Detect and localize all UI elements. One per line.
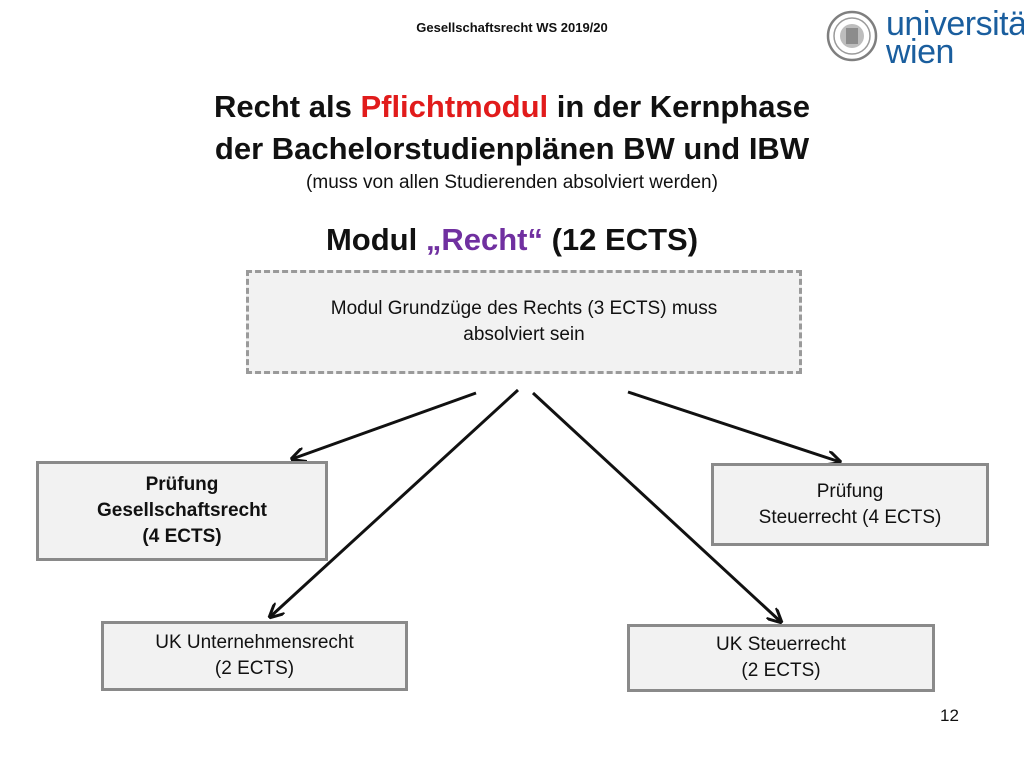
logo-wordmark: universität wien — [886, 5, 1024, 71]
title-accent: Pflichtmodul — [360, 89, 549, 124]
prerequisite-box: Modul Grundzüge des Rechts (3 ECTS) muss… — [246, 270, 802, 374]
prerequisite-line-2: absolviert sein — [463, 324, 585, 345]
modul-suffix: (12 ECTS) — [542, 222, 699, 257]
slide-subtitle: (muss von allen Studierenden absolviert … — [306, 172, 718, 193]
slide-title: Recht als Pflichtmodul in der Kernphase … — [0, 86, 1024, 170]
modul-heading: Modul „Recht“ (12 ECTS) — [0, 222, 1024, 258]
arrow-to-pruefung-gesellschaftsrecht — [292, 391, 477, 459]
university-logo: universität wien — [826, 7, 1024, 69]
seal-icon — [826, 10, 878, 62]
pruefung-gesellschaftsrecht-box: Prüfung Gesellschaftsrecht (4 ECTS) — [36, 461, 328, 561]
prerequisite-line-1: Modul Grundzüge des Rechts (3 ECTS) muss — [330, 298, 718, 319]
pruefung-gesellschaftsrecht-line-2: Gesellschaftsrecht — [96, 500, 268, 521]
title-part-1: Recht als — [213, 89, 361, 124]
uk-steuerrecht-line-2: (2 ECTS) — [741, 660, 821, 681]
pruefung-gesellschaftsrecht-line-3: (4 ECTS) — [142, 526, 222, 547]
uk-steuerrecht-box: UK Steuerrecht (2 ECTS) — [627, 624, 935, 692]
uk-unternehmensrecht-line-2: (2 ECTS) — [214, 658, 295, 679]
uk-steuerrecht-line-1: UK Steuerrecht — [716, 634, 846, 655]
pruefung-steuerrecht-box: Prüfung Steuerrecht (4 ECTS) — [711, 463, 989, 546]
modul-name: „Recht“ — [425, 222, 543, 257]
uk-unternehmensrecht-box: UK Unternehmensrecht (2 ECTS) — [101, 621, 408, 691]
pruefung-gesellschaftsrecht-line-1: Prüfung — [145, 474, 219, 495]
arrow-to-uk-steuerrecht — [531, 391, 781, 622]
uk-unternehmensrecht-line-1: UK Unternehmensrecht — [155, 632, 354, 653]
logo-line-2: wien — [886, 33, 954, 71]
pruefung-steuerrecht-line-1: Prüfung — [816, 480, 884, 502]
logo-line-1: universität — [886, 5, 1024, 43]
title-part-2: in der Kernphase — [548, 89, 811, 124]
page-number: 12 — [940, 706, 959, 725]
modul-prefix: Modul — [325, 222, 426, 257]
arrow-to-pruefung-steuerrecht — [627, 390, 840, 462]
course-header: Gesellschaftsrecht WS 2019/20 — [416, 20, 608, 35]
title-line-2: der Bachelorstudienplänen BW und IBW — [214, 131, 810, 166]
arrow-to-uk-unternehmensrecht — [270, 388, 520, 617]
pruefung-steuerrecht-line-2: Steuerrecht (4 ECTS) — [758, 506, 942, 528]
